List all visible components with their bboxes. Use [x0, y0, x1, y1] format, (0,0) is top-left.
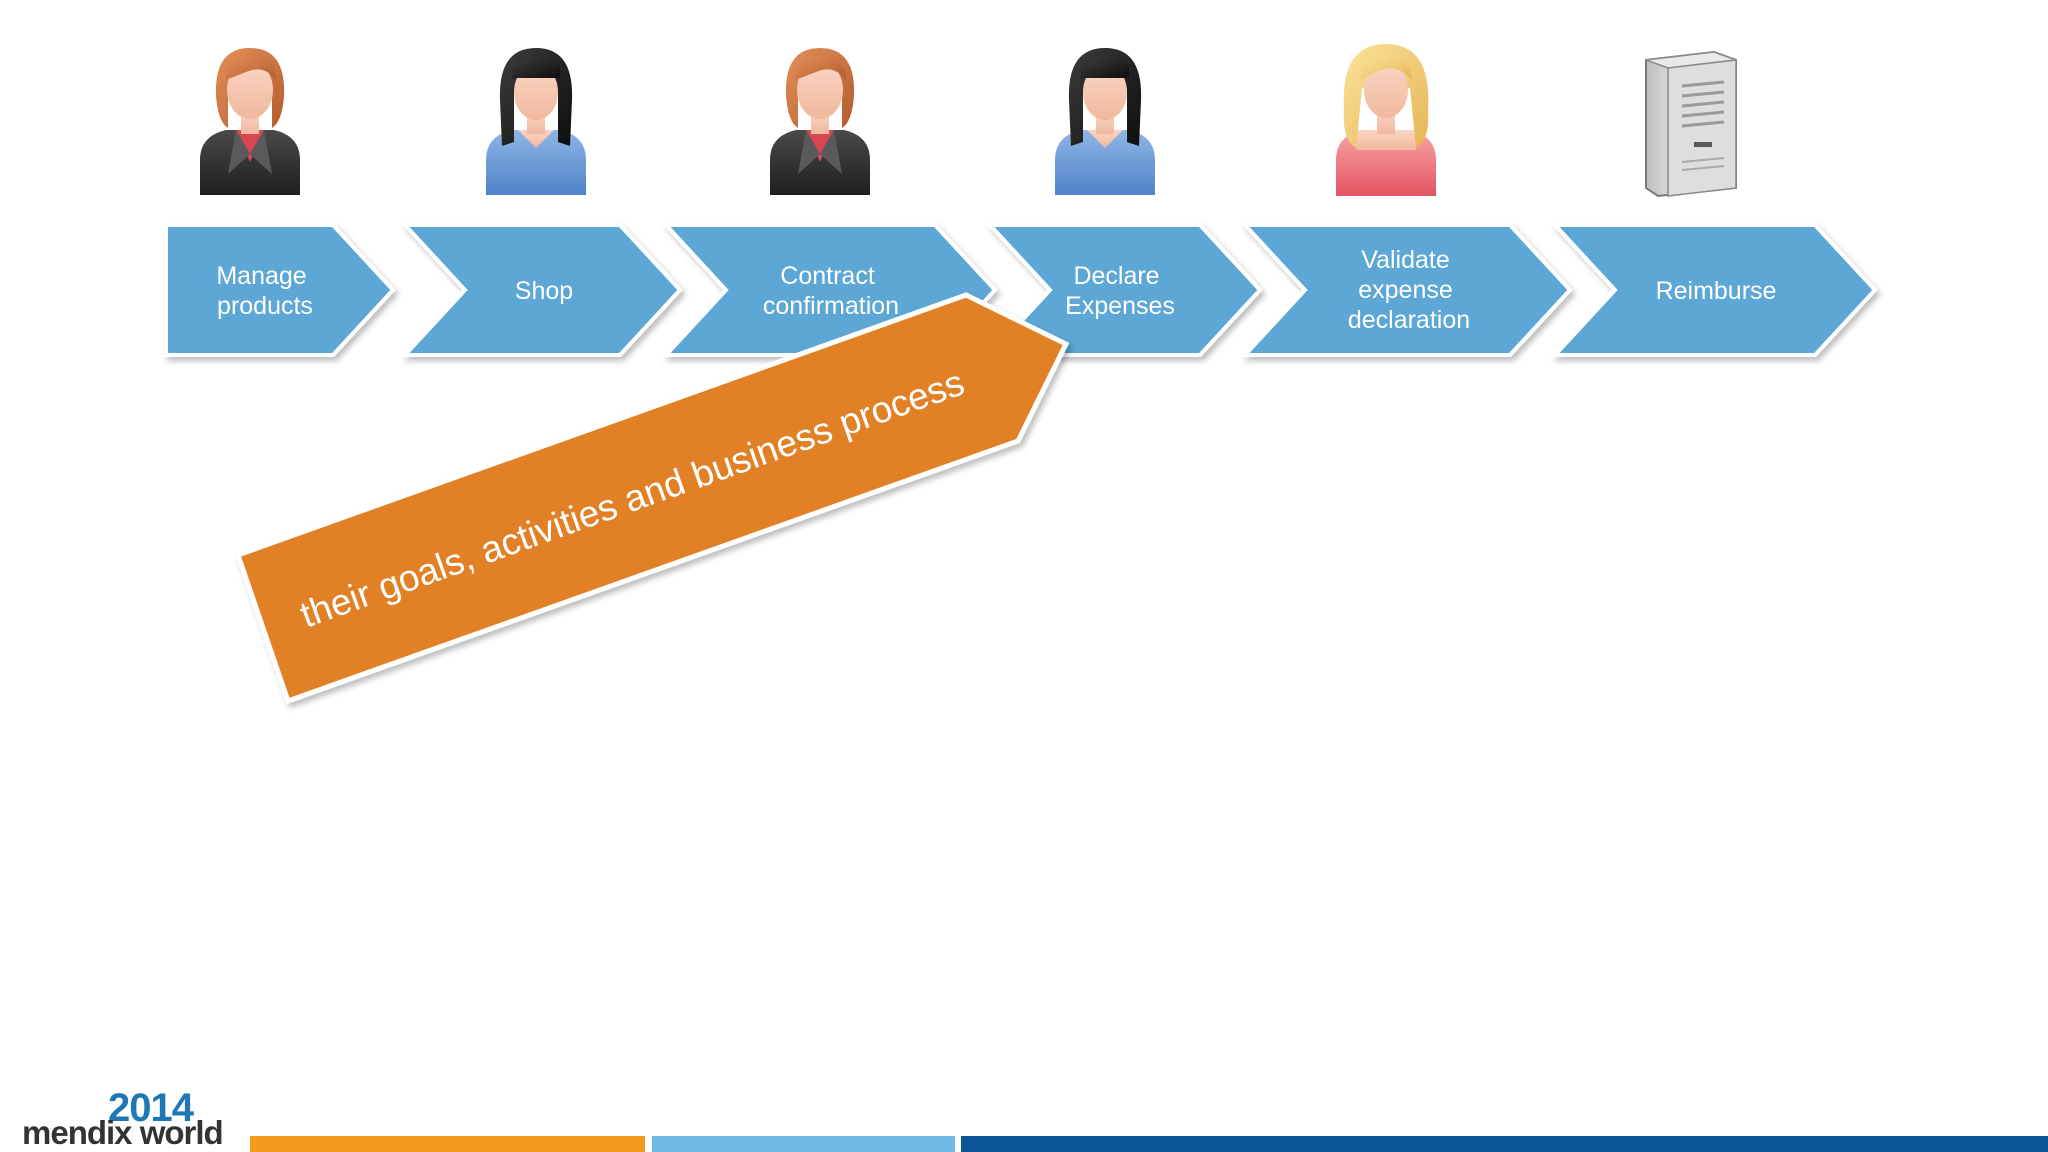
server-icon — [1644, 50, 1738, 198]
footer-bar-orange — [250, 1136, 645, 1152]
businesswoman-icon — [200, 48, 300, 195]
process-step-reimburse: Reimburse — [1550, 223, 1878, 357]
step-label: Declare Expenses — [1065, 262, 1175, 320]
process-step-manage-products: Manage products — [164, 223, 396, 357]
step-label: Manage products — [216, 262, 313, 320]
woman-icon — [486, 48, 586, 195]
logo-wordmark: mendix world — [22, 1114, 224, 1151]
step-label: Reimburse — [1656, 277, 1777, 305]
callout-arrow: their goals, activities and business pro… — [234, 292, 1070, 705]
step-label: Validate expense declaration — [1348, 246, 1470, 334]
process-step-shop: Shop — [400, 223, 683, 357]
blonde-woman-icon — [1336, 44, 1436, 196]
woman-icon — [1055, 48, 1155, 195]
process-step-validate-expense-declaration: Validate expense declaration — [1240, 223, 1573, 357]
footer-bar-light-blue — [652, 1136, 955, 1152]
businesswoman-icon — [770, 48, 870, 195]
step-label: Shop — [515, 277, 573, 305]
process-chevron-row: Manage products Shop Contract confirmati… — [164, 223, 1878, 357]
logo-year: 2014 — [108, 1086, 194, 1130]
process-step-declare-expenses: Declare Expenses — [985, 223, 1263, 357]
footer-bar-dark-blue — [961, 1136, 2048, 1152]
step-label: Contract confirmation — [763, 262, 899, 320]
